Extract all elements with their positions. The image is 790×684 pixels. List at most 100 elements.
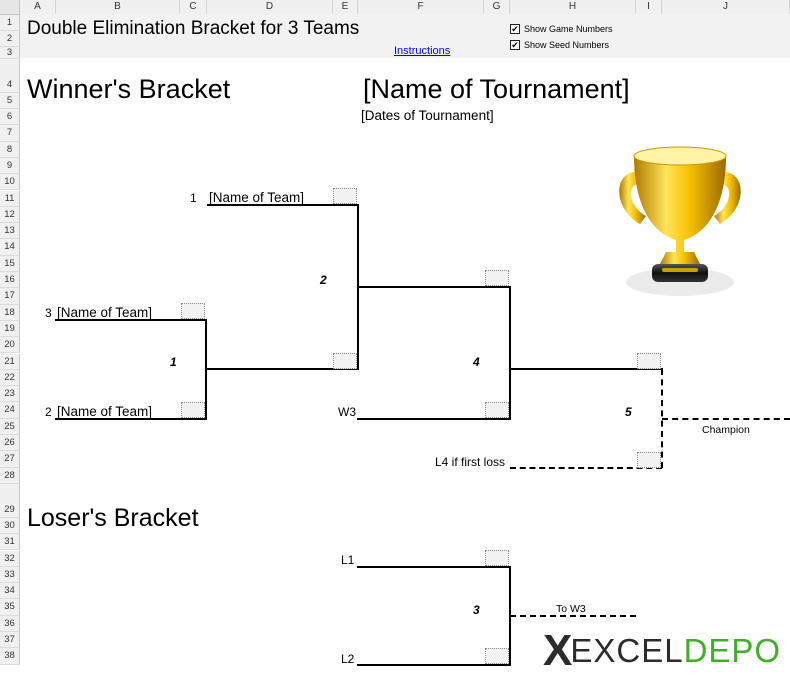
row-header-10[interactable]: 10 bbox=[0, 174, 20, 191]
row-header-35[interactable]: 35 bbox=[0, 599, 20, 616]
row-header-14[interactable]: 14 bbox=[0, 239, 20, 256]
score-box-game-1-winner[interactable] bbox=[333, 353, 357, 369]
row-header-38[interactable]: 38 bbox=[0, 648, 20, 665]
team-seed-2: 2 bbox=[45, 405, 52, 419]
to-w3-label: To W3 bbox=[556, 603, 586, 615]
losers-bracket-heading: Loser's Bracket bbox=[27, 504, 199, 532]
team-name-seed-2[interactable]: [Name of Team] bbox=[57, 404, 153, 419]
score-box-l1[interactable] bbox=[485, 550, 509, 566]
score-box-seed-3[interactable] bbox=[181, 303, 205, 319]
team-name-seed-3[interactable]: [Name of Team] bbox=[57, 305, 153, 320]
team-name-seed-1[interactable]: [Name of Team] bbox=[209, 190, 305, 205]
row-header-19[interactable]: 19 bbox=[0, 320, 20, 338]
tournament-name[interactable]: [Name of Tournament] bbox=[363, 74, 630, 104]
score-box-seed-2[interactable] bbox=[181, 402, 205, 418]
game-number-2: 2 bbox=[320, 273, 327, 287]
game-4-winner-line bbox=[509, 368, 663, 370]
row-header-24[interactable]: 24 bbox=[0, 402, 20, 419]
game-number-4: 4 bbox=[473, 355, 480, 369]
row-header-21[interactable]: 21 bbox=[0, 353, 20, 370]
row-header-25[interactable]: 25 bbox=[0, 418, 20, 435]
game-number-5: 5 bbox=[625, 405, 632, 419]
row-header-36[interactable]: 36 bbox=[0, 615, 20, 632]
l2-label: L2 bbox=[341, 652, 355, 666]
row-header-6[interactable]: 6 bbox=[0, 109, 20, 126]
l4-label: L4 if first loss bbox=[435, 455, 506, 469]
column-header-bar: A B C D E F G H I J bbox=[0, 0, 790, 15]
winners-bracket-heading: Winner's Bracket bbox=[27, 74, 231, 104]
row-header-7[interactable]: 7 bbox=[0, 125, 20, 142]
row-header-29[interactable]: 29 bbox=[0, 483, 20, 518]
column-header-b[interactable]: B bbox=[56, 0, 180, 14]
row-header-26[interactable]: 26 bbox=[0, 435, 20, 452]
game-number-1: 1 bbox=[170, 355, 177, 369]
row-header-15[interactable]: 15 bbox=[0, 255, 20, 272]
column-header-e[interactable]: E bbox=[333, 0, 358, 14]
w3-line bbox=[357, 418, 511, 420]
header-band bbox=[20, 14, 790, 58]
row-header-33[interactable]: 33 bbox=[0, 566, 20, 584]
instructions-link[interactable]: Instructions bbox=[394, 45, 451, 57]
champion-label: Champion bbox=[702, 424, 750, 436]
row-header-23[interactable]: 23 bbox=[0, 386, 20, 403]
score-box-game-4-winner[interactable] bbox=[637, 353, 661, 369]
row-header-13[interactable]: 13 bbox=[0, 223, 20, 240]
trophy-icon bbox=[619, 146, 741, 296]
row-header-5[interactable]: 5 bbox=[0, 93, 20, 109]
row-header-37[interactable]: 37 bbox=[0, 632, 20, 649]
l1-line bbox=[357, 566, 511, 568]
row-header-32[interactable]: 32 bbox=[0, 550, 20, 567]
score-box-w3[interactable] bbox=[485, 402, 509, 418]
score-box-l2[interactable] bbox=[485, 648, 509, 664]
row-header-12[interactable]: 12 bbox=[0, 206, 20, 224]
line-seed-1 bbox=[207, 204, 359, 206]
row-header-9[interactable]: 9 bbox=[0, 157, 20, 175]
w3-label: W3 bbox=[338, 405, 356, 419]
l1-label: L1 bbox=[341, 553, 355, 567]
logo-text-excel: EXCEL bbox=[570, 632, 684, 669]
show-seed-numbers-checkbox[interactable]: ✔ bbox=[510, 40, 520, 50]
row-header-16[interactable]: 16 bbox=[0, 272, 20, 289]
champion-dashed-line bbox=[662, 418, 790, 420]
row-header-1[interactable]: 1 bbox=[0, 15, 20, 31]
line-seed-2 bbox=[55, 418, 207, 420]
row-header-34[interactable]: 34 bbox=[0, 583, 20, 600]
column-header-c[interactable]: C bbox=[180, 0, 207, 14]
select-all-corner[interactable] bbox=[0, 0, 20, 14]
row-header-28[interactable]: 28 bbox=[0, 467, 20, 484]
show-game-numbers-label: Show Game Numbers bbox=[524, 24, 613, 34]
team-seed-3: 3 bbox=[45, 306, 52, 320]
column-header-a[interactable]: A bbox=[20, 0, 56, 14]
l4-dashed-line bbox=[510, 467, 662, 469]
row-header-4[interactable]: 4 bbox=[0, 59, 20, 93]
row-header-20[interactable]: 20 bbox=[0, 337, 20, 354]
show-seed-numbers-label: Show Seed Numbers bbox=[524, 40, 610, 50]
row-header-17[interactable]: 17 bbox=[0, 288, 20, 305]
column-header-g[interactable]: G bbox=[484, 0, 510, 14]
row-header-18[interactable]: 18 bbox=[0, 304, 20, 321]
tournament-dates[interactable]: [Dates of Tournament] bbox=[361, 108, 494, 123]
row-header-3[interactable]: 3 bbox=[0, 47, 20, 59]
game-2-winner-line bbox=[357, 286, 511, 288]
column-header-h[interactable]: H bbox=[510, 0, 636, 14]
score-box-l4[interactable] bbox=[637, 452, 661, 468]
row-header-2[interactable]: 2 bbox=[0, 31, 20, 47]
score-box-game-2-winner[interactable] bbox=[485, 270, 509, 286]
game-1-winner-line bbox=[205, 368, 359, 370]
logo-x-mark: X bbox=[543, 626, 572, 675]
row-header-22[interactable]: 22 bbox=[0, 369, 20, 387]
row-header-30[interactable]: 30 bbox=[0, 517, 20, 535]
line-seed-3 bbox=[55, 319, 207, 321]
row-header-8[interactable]: 8 bbox=[0, 141, 20, 158]
row-header-27[interactable]: 27 bbox=[0, 451, 20, 468]
column-header-i[interactable]: I bbox=[636, 0, 662, 14]
l2-line bbox=[357, 664, 511, 666]
show-game-numbers-checkbox[interactable]: ✔ bbox=[510, 24, 520, 34]
column-header-j[interactable]: J bbox=[662, 0, 790, 14]
game-number-3: 3 bbox=[473, 603, 480, 617]
column-header-f[interactable]: F bbox=[358, 0, 484, 14]
score-box-seed-1[interactable] bbox=[333, 188, 357, 204]
row-header-11[interactable]: 11 bbox=[0, 190, 20, 207]
row-header-31[interactable]: 31 bbox=[0, 534, 20, 551]
column-header-d[interactable]: D bbox=[207, 0, 333, 14]
